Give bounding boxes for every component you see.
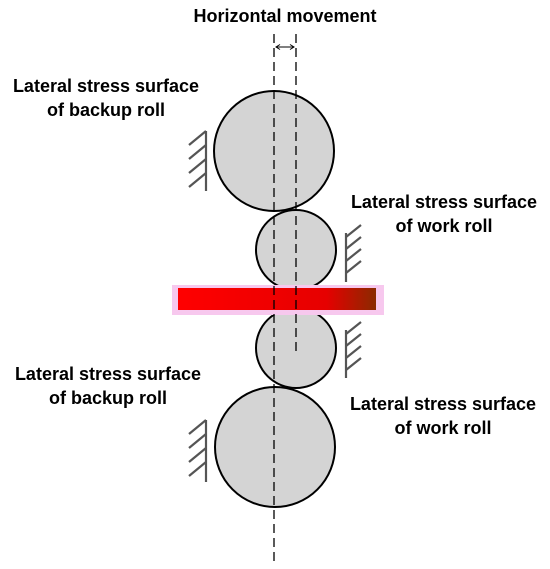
lower-backup-roll — [214, 386, 336, 508]
upper-work-support-hatch — [344, 224, 362, 282]
diagram-title: Horizontal movement — [193, 6, 377, 26]
rolled-strip — [178, 288, 376, 310]
label-backup-roll-top: Lateral stress surface of backup roll — [12, 76, 200, 120]
horizontal-movement-arrow — [275, 44, 295, 50]
lower-backup-support-hatch — [188, 419, 208, 482]
label-work-roll-bottom: Lateral stress surface of work roll — [349, 394, 537, 438]
label-work-roll-top: Lateral stress surface of work roll — [350, 192, 538, 236]
upper-backup-support-hatch — [188, 130, 208, 191]
label-backup-roll-bottom: Lateral stress surface of backup roll — [14, 364, 202, 408]
lower-work-support-hatch — [344, 321, 362, 378]
